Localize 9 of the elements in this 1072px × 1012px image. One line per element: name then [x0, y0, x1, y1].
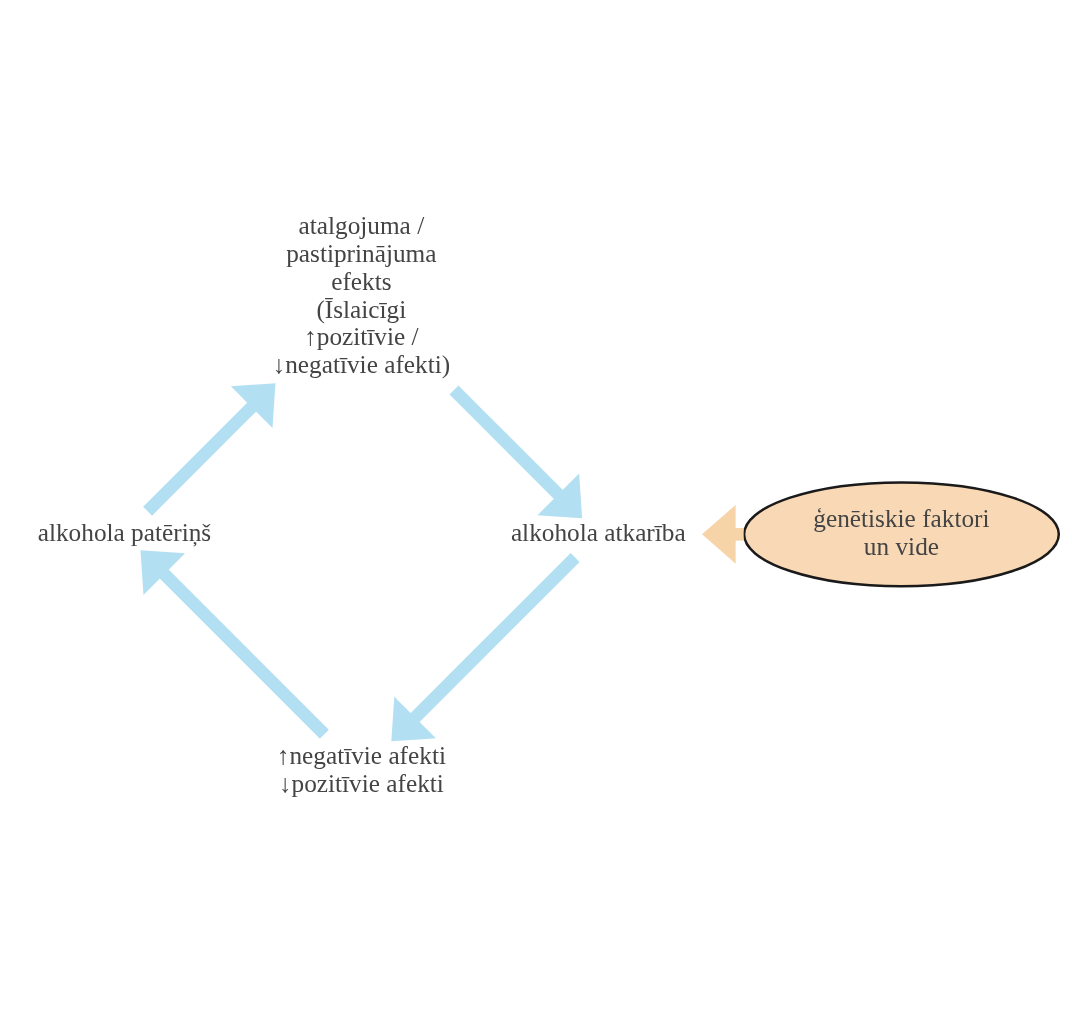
node-ellipse: ģenētiskie faktori un vide: [742, 480, 1061, 587]
node-text: atalgojuma / pastiprinājuma efekts (Īslaicīgi ↑pozitīvie / ↓negatīvie afekti): [272, 210, 451, 378]
node-text: ↑negatīvie afekti ↓pozitīvie afekti: [276, 740, 446, 796]
arrow: [449, 385, 583, 518]
arrow: [143, 382, 276, 516]
node-text: alkohola atkarība: [510, 517, 686, 546]
arrow: [140, 549, 329, 739]
node-text: alkohola patēriņš: [37, 517, 212, 546]
arrow: [391, 552, 580, 741]
